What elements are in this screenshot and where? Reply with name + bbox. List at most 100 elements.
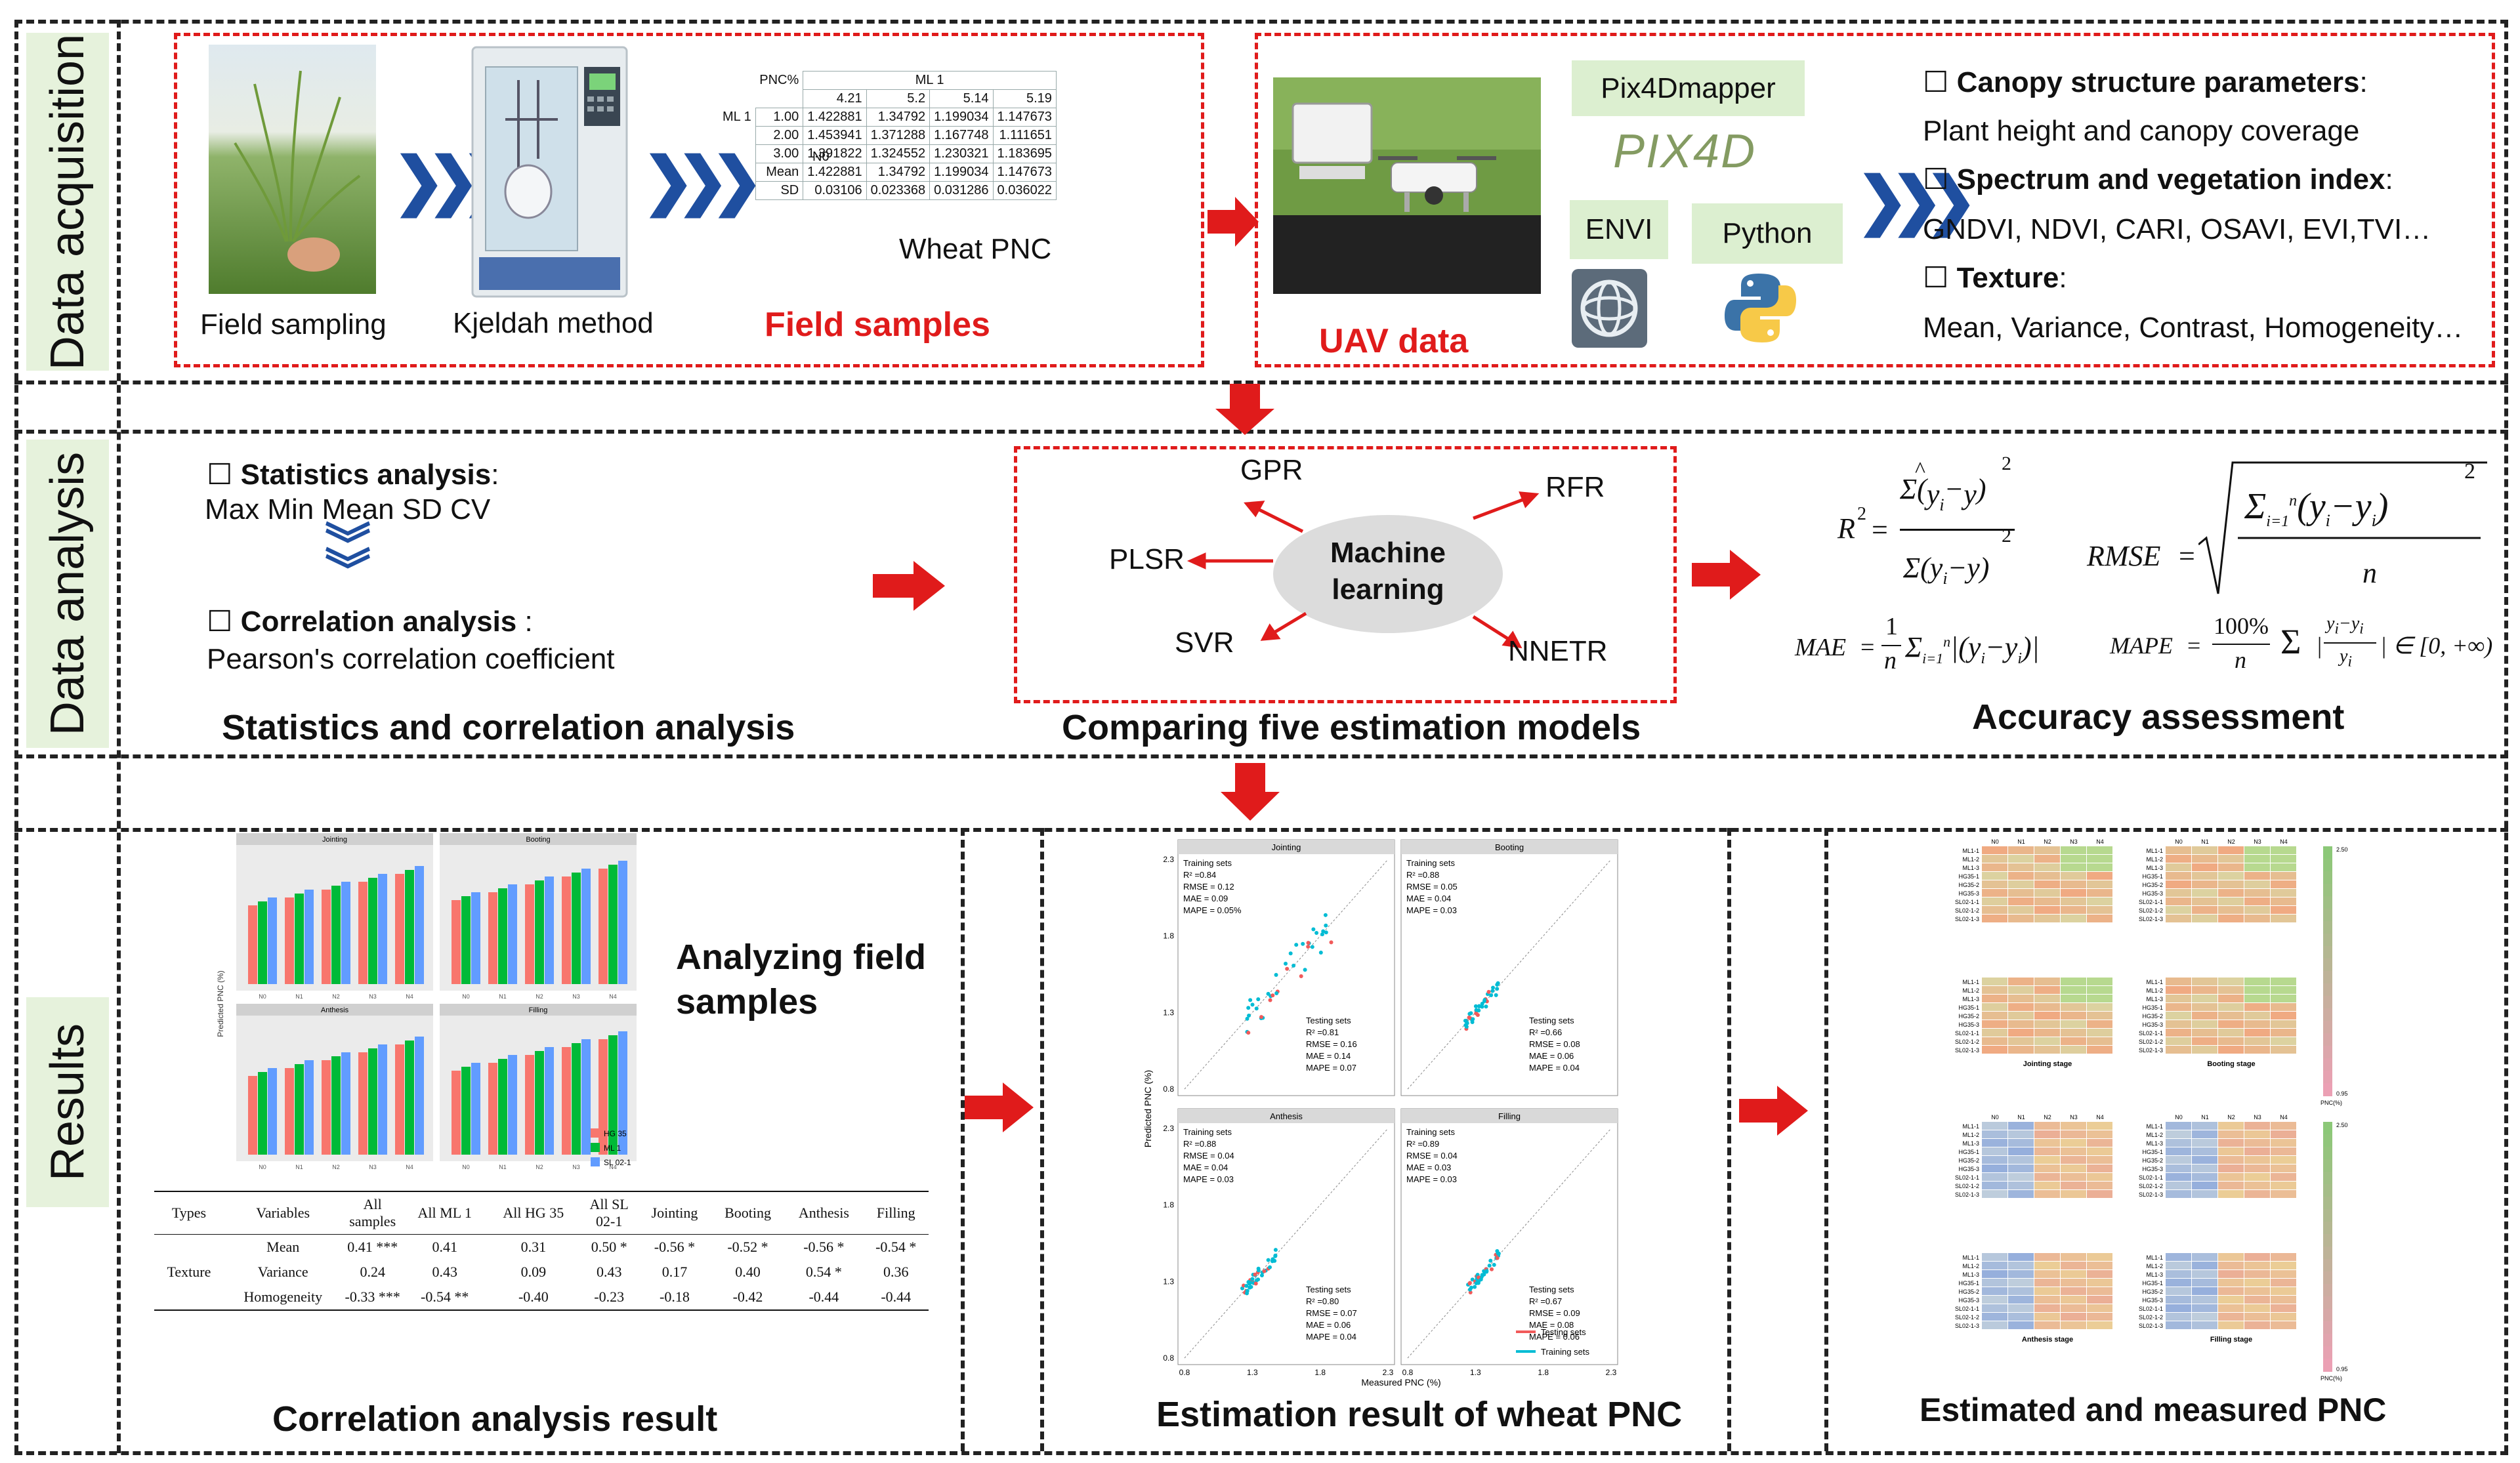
scatter-point <box>1250 1277 1255 1281</box>
heat-cell <box>2244 1156 2270 1164</box>
bar <box>581 869 591 984</box>
scatter-point <box>1253 1281 1258 1286</box>
corr-header: Anthesis <box>798 1205 849 1221</box>
bar-x-tick: N3 <box>572 993 580 1000</box>
scatter-y-tick: 1.8 <box>1163 932 1174 941</box>
bar <box>415 866 424 984</box>
heat-cell <box>2008 906 2034 914</box>
scatter-legend-label: Training sets <box>1541 1347 1589 1357</box>
heat-cell <box>2271 1147 2296 1155</box>
heat-scale-step <box>2323 1021 2332 1034</box>
scatter-xlabel: Measured PNC (%) <box>1361 1377 1440 1388</box>
heat-cell <box>2061 1156 2086 1164</box>
scatter-point <box>1323 913 1328 917</box>
heat-cell <box>2271 1262 2296 1269</box>
frame-right <box>2504 20 2508 1453</box>
train-metric: R² =0.84 <box>1183 870 1216 880</box>
heat-cell <box>2271 889 2296 897</box>
heat-cell <box>2008 1287 2034 1295</box>
heat-cell <box>2061 863 2086 871</box>
heat-row-label: HG35-1 <box>2142 1280 2163 1287</box>
scatter-point <box>1473 1285 1477 1289</box>
heat-cell <box>2008 1046 2034 1054</box>
heat-scale-step <box>2323 1122 2332 1135</box>
scatter-point <box>1294 943 1299 947</box>
heat-row-label: SL02-1-3 <box>2139 1047 2163 1054</box>
heat-scale-step <box>2323 934 2332 947</box>
bar <box>545 876 554 984</box>
heat-scale-step <box>2323 1334 2332 1347</box>
scatter-panel-frame <box>1400 1108 1618 1365</box>
bar <box>581 1039 591 1155</box>
heat-cell <box>2087 1287 2112 1295</box>
scatter-point <box>1285 966 1290 971</box>
ml-center-label: Machine learning <box>1319 535 1457 608</box>
heat-cell <box>2008 1253 2034 1261</box>
heat-row-label: ML1-2 <box>2146 856 2163 863</box>
heat-cell <box>2218 846 2244 854</box>
heat-cell <box>2087 1182 2112 1189</box>
corr-header: Jointing <box>651 1205 698 1221</box>
heat-cell <box>2008 1173 2034 1181</box>
bar <box>341 882 350 984</box>
test-metric: MAE = 0.08 <box>1529 1320 1574 1330</box>
heat-cell <box>2034 1313 2060 1321</box>
heat-cell <box>1982 897 2007 905</box>
heat-row-label: ML1-2 <box>1962 987 1979 994</box>
bar <box>508 1055 517 1155</box>
heat-cell <box>2244 1279 2270 1287</box>
heat-row-label: ML1-1 <box>1962 1123 1979 1130</box>
heat-cell <box>2192 1287 2217 1295</box>
test-metric: MAPE = 0.04 <box>1529 1063 1580 1073</box>
heat-col-label: N0 <box>2175 1114 2183 1121</box>
corr-cell: -0.18 <box>660 1288 690 1305</box>
heat-cell <box>2244 1287 2270 1295</box>
heat-cell <box>2034 1164 2060 1172</box>
scatter-panel-frame <box>1177 1108 1395 1365</box>
feature-spectrum-title: ☐ Spectrum and vegetation index: <box>1923 163 2393 196</box>
heat-cell <box>2271 897 2296 905</box>
chevron-down-icon: ︾︾ <box>325 520 371 596</box>
heat-scale-step <box>2323 1359 2332 1372</box>
heat-col-label: N3 <box>2254 1114 2261 1121</box>
heat-cell <box>2166 1279 2191 1287</box>
section-label-analysis-text: Data analysis <box>41 451 94 736</box>
python-label: Python <box>1722 217 1813 249</box>
heat-row-label: ML1-1 <box>2146 1254 2163 1261</box>
heat-row-label: SL02-1-1 <box>2139 1030 2163 1037</box>
scatter-y-tick: 1.3 <box>1163 1008 1174 1017</box>
heat-scale-step <box>2323 871 2332 884</box>
heat-cell <box>2008 1321 2034 1329</box>
table-cell: 1.422881 <box>803 163 867 182</box>
uav-data-box <box>1255 33 2495 367</box>
corr-cell: -0.33 *** <box>345 1288 400 1305</box>
bar-legend-label: HG 35 <box>604 1129 627 1138</box>
heat-cell <box>2166 978 2191 985</box>
envi-box: ENVI <box>1570 200 1668 259</box>
scatter-point <box>1299 974 1303 978</box>
heat-row-label: SL02-1-3 <box>2139 1191 2163 1198</box>
heat-cell <box>2244 1173 2270 1181</box>
feature-spectrum-detail: GNDVI, NDVI, CARI, OSAVI, EVI,TVI… <box>1923 213 2431 245</box>
heat-cell <box>2192 889 2217 897</box>
corr-analysis-detail: Pearson's correlation coefficient <box>207 643 615 675</box>
corr-cell: -0.56 * <box>803 1239 845 1255</box>
heat-scale-step <box>2323 983 2332 997</box>
scatter-point <box>1266 1258 1270 1262</box>
scatter-point <box>1474 1008 1479 1012</box>
heat-cell <box>2034 1012 2060 1020</box>
scatter-panel-strip <box>1401 840 1618 854</box>
heat-cell <box>2087 1037 2112 1045</box>
scatter-point <box>1253 1272 1257 1277</box>
heat-scale-step <box>2323 1071 2332 1084</box>
heat-cell <box>2192 986 2217 994</box>
heat-cell <box>1982 1156 2007 1164</box>
heat-cell <box>2061 855 2086 863</box>
scatter-point <box>1492 1263 1496 1267</box>
corr-header: Types <box>171 1205 207 1221</box>
corr-cell: -0.54 ** <box>421 1288 469 1305</box>
heat-cell <box>2244 915 2270 922</box>
heat-cell <box>2166 906 2191 914</box>
heat-cell <box>2166 1173 2191 1181</box>
heat-cell <box>2008 1279 2034 1287</box>
